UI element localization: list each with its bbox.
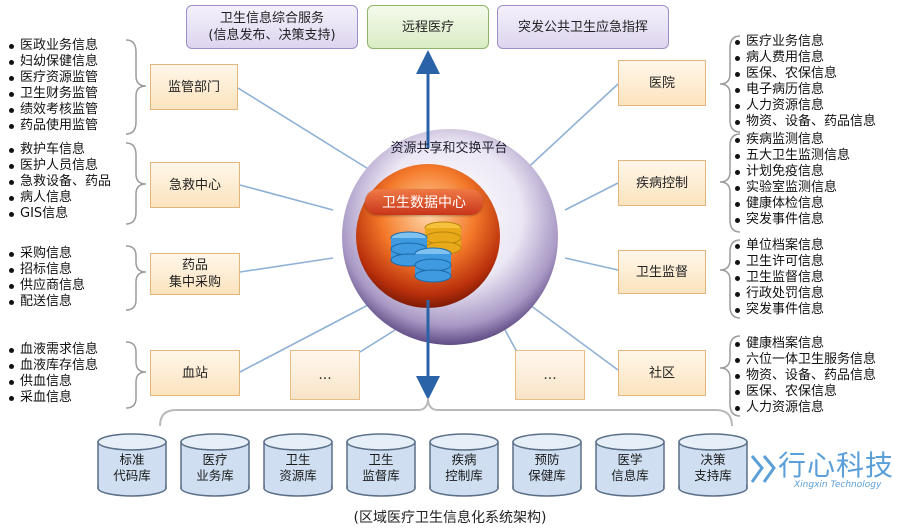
database-icon: [429, 433, 499, 497]
company-logo: 行心科技 Xingxin Technology: [748, 440, 898, 504]
list-item: 电子病历信息: [734, 82, 876, 98]
health-supervision-info-list: 单位档案信息 卫生许可信息 卫生监督信息 行政处罚信息 突发事件信息: [734, 238, 824, 318]
community-info-list: 健康档案信息 六位一体卫生服务信息 物资、设备、药品信息 医保、农保信息 人力资…: [734, 336, 876, 416]
list-item: 人力资源信息: [734, 400, 876, 416]
list-item: 医政业务信息: [8, 38, 98, 54]
drug-procurement-info-list: 采购信息 招标信息 供应商信息 配送信息: [8, 246, 85, 310]
hospital-info-list: 医疗业务信息 病人费用信息 医保、农保信息 电子病历信息 人力资源信息 物资、设…: [734, 34, 876, 130]
list-item: 供血信息: [8, 374, 98, 390]
list-item: 医疗业务信息: [734, 34, 876, 50]
database-icon: [678, 433, 748, 497]
list-item: 卫生许可信息: [734, 254, 824, 270]
list-item: 物资、设备、药品信息: [734, 114, 876, 130]
list-item: 突发事件信息: [734, 212, 850, 228]
list-item: 物资、设备、药品信息: [734, 368, 876, 384]
list-item: 医护人员信息: [8, 158, 111, 174]
list-item: 单位档案信息: [734, 238, 824, 254]
info-service-box: 卫生信息综合服务 (信息发布、决策支持): [186, 5, 358, 49]
list-item: 招标信息: [8, 262, 85, 278]
database-label: 医学 信息库: [611, 452, 649, 483]
list-item: 六位一体卫生服务信息: [734, 352, 876, 368]
list-item: 病人信息: [8, 190, 111, 206]
list-item: 医保、农保信息: [734, 384, 876, 400]
database-label: 决策 支持库: [694, 452, 732, 483]
dept-health-supervision: 卫生监督: [618, 250, 706, 294]
list-item: 血液库存信息: [8, 358, 98, 374]
database-cylinder: 标准 代码库: [96, 432, 168, 498]
database-cylinder: 医学 信息库: [594, 432, 666, 498]
list-item: 突发事件信息: [734, 302, 824, 318]
ellipsis-box-right: ...: [515, 350, 585, 400]
list-item: 实验室监测信息: [734, 180, 850, 196]
platform-label: 资源共享和交换平台: [390, 141, 508, 156]
dept-emergency-center: 急救中心: [150, 162, 240, 208]
list-item: 供应商信息: [8, 278, 85, 294]
database-label: 预防 保健库: [528, 452, 566, 483]
list-item: 病人费用信息: [734, 50, 876, 66]
list-item: 救护车信息: [8, 142, 111, 158]
database-label: 卫生 资源库: [279, 452, 317, 483]
list-item: 急救设备、药品: [8, 174, 111, 190]
list-item: 妇幼保健信息: [8, 54, 98, 70]
list-item: 卫生监督信息: [734, 270, 824, 286]
list-item: 人力资源信息: [734, 98, 876, 114]
list-item: 卫生财务监管: [8, 86, 98, 102]
database-icon: [512, 433, 582, 497]
logo-subtitle: Xingxin Technology: [794, 480, 882, 490]
database-cylinder: 疾病 控制库: [428, 432, 500, 498]
supervision-info-list: 医政业务信息 妇幼保健信息 医疗资源监管 卫生财务监管 绩效考核监管 药品使用监…: [8, 38, 98, 134]
logo-mark-icon: [750, 455, 776, 483]
database-label: 疾病 控制库: [445, 452, 483, 483]
database-label: 标准 代码库: [113, 452, 151, 483]
database-icon: [97, 433, 167, 497]
list-item: 健康体检信息: [734, 196, 850, 212]
logo-name: 行心科技: [778, 449, 895, 482]
database-icon: [180, 433, 250, 497]
telemedicine-box: 远程医疗: [367, 5, 489, 49]
database-cylinder: 卫生 监督库: [345, 432, 417, 498]
list-item: 采血信息: [8, 390, 98, 406]
database-icon: [595, 433, 665, 497]
database-cylinder: 医疗 业务库: [179, 432, 251, 498]
dept-disease-control: 疾病控制: [618, 160, 706, 206]
list-item: 采购信息: [8, 246, 85, 262]
dept-supervision: 监管部门: [150, 64, 238, 110]
diagram-caption: (区域医疗卫生信息化系统架构): [353, 510, 547, 526]
database-stack-icon: [390, 221, 462, 283]
emergency-center-info-list: 救护车信息 医护人员信息 急救设备、药品 病人信息 GIS信息: [8, 142, 111, 222]
dept-community: 社区: [618, 350, 706, 396]
database-icon: [263, 433, 333, 497]
dept-drug-procurement: 药品 集中采购: [150, 253, 240, 295]
database-label: 医疗 业务库: [196, 452, 234, 483]
database-icon: [346, 433, 416, 497]
dept-blood-station: 血站: [150, 350, 240, 396]
list-item: 医保、农保信息: [734, 66, 876, 82]
ellipsis-box-left: ...: [290, 350, 360, 400]
list-item: 疾病监测信息: [734, 132, 850, 148]
database-cylinder: 预防 保健库: [511, 432, 583, 498]
list-item: 配送信息: [8, 294, 85, 310]
list-item: GIS信息: [8, 206, 111, 222]
list-item: 药品使用监管: [8, 118, 98, 134]
list-item: 计划免疫信息: [734, 164, 850, 180]
list-item: 医疗资源监管: [8, 70, 98, 86]
database-cylinder: 卫生 资源库: [262, 432, 334, 498]
list-item: 绩效考核监管: [8, 102, 98, 118]
dept-hospital: 医院: [618, 60, 706, 106]
disease-control-info-list: 疾病监测信息 五大卫生监测信息 计划免疫信息 实验室监测信息 健康体检信息 突发…: [734, 132, 850, 228]
database-cylinder: 决策 支持库: [677, 432, 749, 498]
data-center-label: 卫生数据中心: [365, 189, 483, 215]
list-item: 健康档案信息: [734, 336, 876, 352]
emergency-command-box: 突发公共卫生应急指挥: [497, 5, 669, 49]
list-item: 行政处罚信息: [734, 286, 824, 302]
blood-station-info-list: 血液需求信息 血液库存信息 供血信息 采血信息: [8, 342, 98, 406]
list-item: 血液需求信息: [8, 342, 98, 358]
database-label: 卫生 监督库: [362, 452, 400, 483]
list-item: 五大卫生监测信息: [734, 148, 850, 164]
